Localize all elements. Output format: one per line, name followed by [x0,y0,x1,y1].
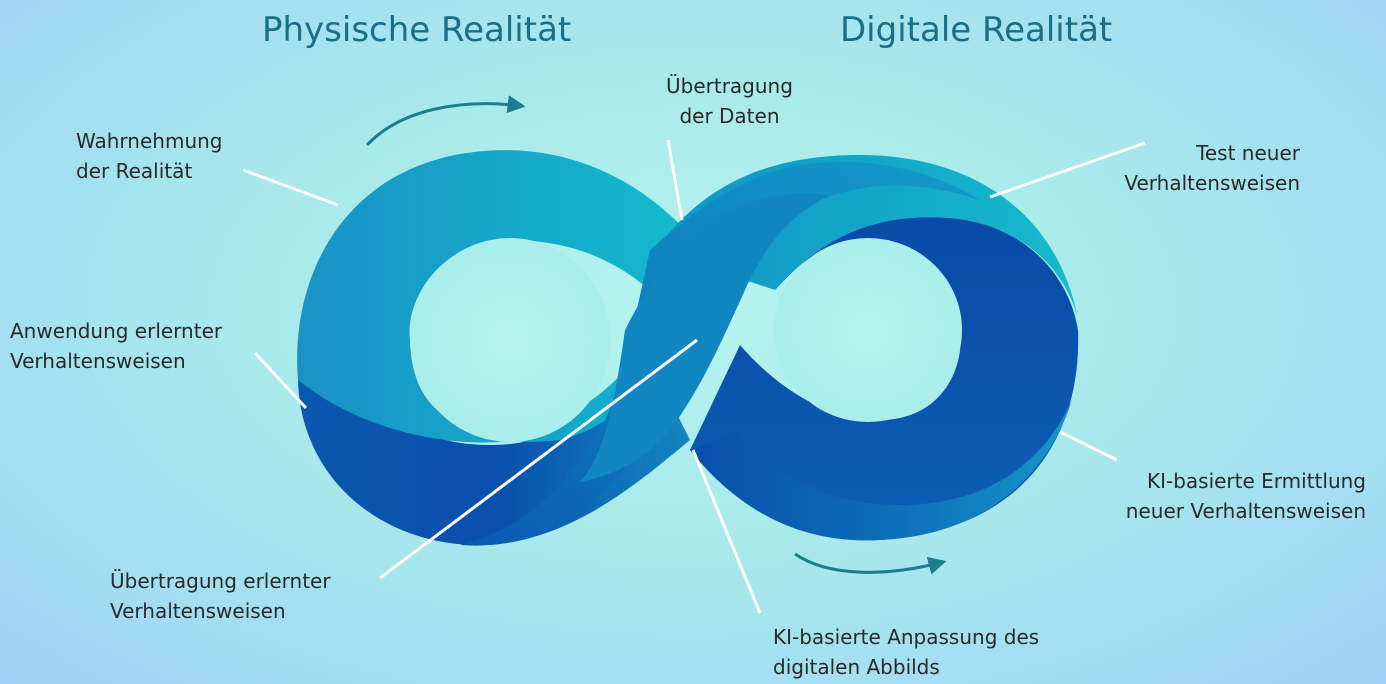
leader-test [989,141,1146,199]
crossing-band [460,161,980,546]
left-hole [410,238,610,442]
label-application: Anwendung erlernter Verhaltensweisen [10,316,222,376]
label-perception-line2: der Realität [76,159,193,183]
label-ki-adaptation-line1: KI-basierte Anpassung des [773,625,1040,649]
label-data-transfer-line1: Übertragung [666,74,793,98]
top-rotation-arrow [365,95,526,147]
leader-ki-determination [1059,430,1118,462]
leader-behavior-transfer [379,338,698,580]
label-ki-determination-line1: KI-basierte Ermittlung [1146,469,1366,493]
heading-physical-reality: Physische Realität [262,10,572,50]
leader-perception [242,168,339,207]
label-application-line2: Verhaltensweisen [10,349,186,373]
right-lobe-dark-band [690,217,1079,541]
label-behavior-transfer-line1: Übertragung erlernter [110,569,331,593]
leader-ki-adaptation [691,449,762,614]
label-test: Test neuer Verhaltensweisen [1124,138,1300,198]
leader-data-transfer [666,139,684,221]
label-test-line1: Test neuer [1196,141,1300,165]
label-data-transfer: Übertragung der Daten [666,71,793,131]
label-perception: Wahrnehmung der Realität [76,126,222,186]
left-lobe-upper-band [297,150,690,443]
heading-digital-reality: Digitale Realität [840,10,1113,50]
label-perception-line1: Wahrnehmung [76,129,223,153]
label-test-line2: Verhaltensweisen [1124,171,1300,195]
left-lobe-inner-rim [410,340,650,442]
bottom-rotation-arrow [794,552,947,575]
label-application-line1: Anwendung erlernter [10,319,223,343]
label-behavior-transfer-line2: Verhaltensweisen [110,599,286,623]
leader-application [253,351,308,410]
crossing-band-front [580,193,830,482]
label-ki-adaptation: KI-basierte Anpassung des digitalen Abbi… [773,622,1039,682]
label-ki-determination: KI-basierte Ermittlung neuer Verhaltensw… [1126,466,1366,526]
right-lobe-lower-face [690,400,1072,541]
label-behavior-transfer: Übertragung erlernter Verhaltensweisen [110,566,331,626]
label-ki-determination-line2: neuer Verhaltensweisen [1125,499,1366,523]
label-ki-adaptation-line2: digitalen Abbilds [773,655,940,679]
right-hole [774,238,962,422]
label-data-transfer-line2: der Daten [679,104,780,128]
